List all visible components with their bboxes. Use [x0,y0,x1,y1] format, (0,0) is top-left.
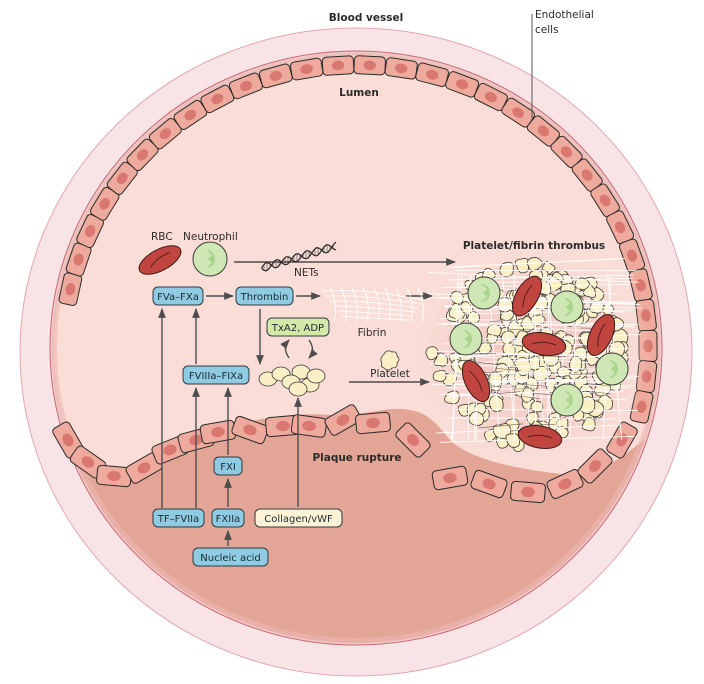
endothelial-cell [510,480,546,504]
thrombus-rbc-icon [461,360,491,402]
endothelial-cell [431,465,469,491]
endothelial-cell [324,404,362,436]
endothelial-cell [571,158,603,192]
endothelial-cells-label-line2: cells [535,24,559,36]
rbc-icon [138,245,182,275]
box-collagen-vwf: Collagen/vWF [254,508,343,528]
svg-text:FXI: FXI [220,462,236,473]
box-thrombin: Thrombin [235,286,294,306]
endothelial-cell [590,183,620,218]
thrombus-label: Platelet/fibrin thrombus [463,240,605,252]
endothelial-cell [445,71,480,98]
neutrophil-label: Neutrophil [183,231,238,243]
svg-text:TxA2, ADP: TxA2, ADP [271,323,324,334]
box-txa2-adp: TxA2, ADP [266,317,330,337]
endothelial-cell [606,210,635,245]
thrombus-platelet [486,323,502,337]
nets-label: NETs [294,267,319,279]
endothelial-cell [96,464,132,488]
thrombus-neutrophil-icon [449,322,483,356]
svg-text:Thrombin: Thrombin [240,292,289,303]
platelet-cluster-icon [258,364,326,397]
endothelial-cell [231,415,269,445]
thrombus-neutrophil-icon [550,383,584,417]
endothelial-cell [526,115,561,147]
thrombus-platelet [499,261,514,278]
thrombus [412,245,652,465]
endothelial-cell [546,469,584,499]
endothelial-cell [384,57,418,80]
endothelial-cell [470,469,508,499]
arrow-feedback-right [308,339,318,359]
thrombus-platelet [488,394,504,412]
svg-text:FXIIa: FXIIa [216,514,241,525]
thrombus-neutrophil-icon [595,352,629,386]
thrombus-platelet [432,369,447,382]
thrombus-rbc-icon [586,314,616,356]
rbc-label: RBC [151,231,173,243]
endothelial-cell [353,55,386,76]
thrombus-platelet [530,400,544,413]
endothelial-cell [106,161,138,196]
endothelial-cell [228,72,263,100]
fibrin-label: Fibrin [358,327,387,339]
box-tf-fviia: TF–FVIIa [152,508,205,528]
endothelial-cell [290,57,324,81]
endothelial-cell [258,63,293,89]
endothelial-cell [290,414,328,438]
endothelial-cell [577,448,613,484]
endothelial-cell [395,422,431,458]
svg-text:FVIIIa–FIXa: FVIIIa–FIXa [189,371,243,382]
thrombus-neutrophil-icon [550,290,584,324]
platelet-label: Platelet [370,368,410,380]
thrombus-neutrophil-icon [467,276,501,310]
thrombus-platelet [425,346,439,361]
endothelial-cell [125,452,163,484]
svg-text:FVa–FXa: FVa–FXa [157,292,199,303]
platelet-icon [380,350,400,371]
box-fxiia: FXIIa [211,508,245,528]
lumen-label: Lumen [339,87,379,99]
svg-text:Collagen/vWF: Collagen/vWF [264,514,333,525]
endothelial-cell [321,55,355,76]
thrombus-rbc-icon [521,332,567,356]
neutrophil-icon [192,241,228,277]
svg-text:Nucleic acid: Nucleic acid [200,553,260,564]
thrombus-rbc-icon [517,425,563,449]
endothelial-cells-label-line1: Endothelial [535,9,594,21]
box-fva-fxa: FVa–FXa [152,286,204,306]
endothelial-cell [65,242,92,277]
thrombus-cells [449,275,629,449]
box-fviiia-fixa: FVIIIa–FIXa [182,365,250,385]
box-fxi: FXI [213,456,243,476]
thrombus-platelet [502,342,516,357]
blood-vessel-label: Blood vessel [329,12,403,24]
nets-dna-icon [261,241,337,272]
fibrin-mesh-icon [321,287,425,323]
box-nucleic-acid: Nucleic acid [192,547,269,567]
thrombus-rbc-icon [511,275,543,317]
thrombus-platelet [568,355,583,373]
svg-text:TF–FVIIa: TF–FVIIa [157,514,199,525]
endothelial-cell [415,62,449,88]
arrow-feedback-left [280,339,290,359]
plaque-rupture-label: Plaque rupture [312,452,401,464]
endothelial-cell [355,411,391,435]
